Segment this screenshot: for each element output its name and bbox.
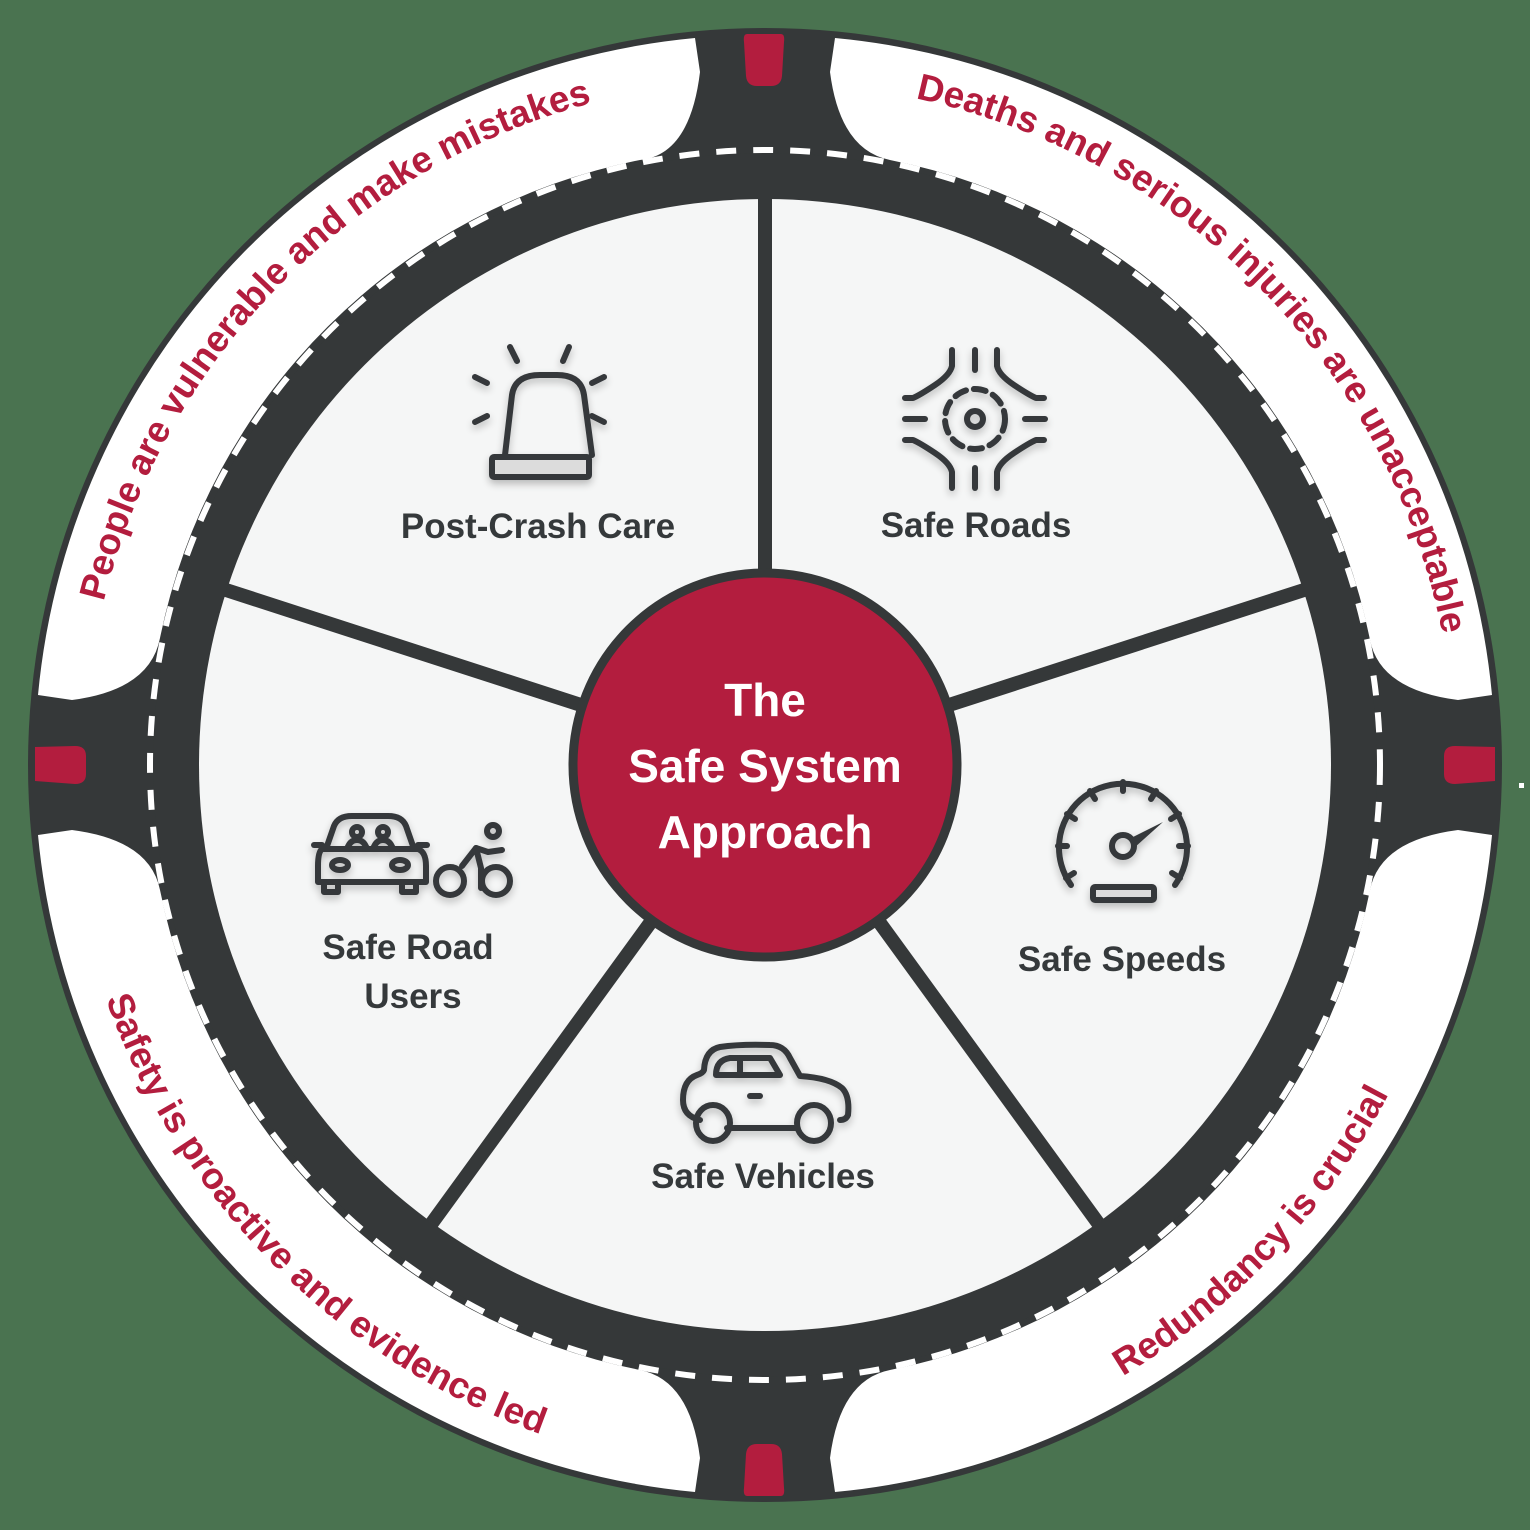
pillar-label: Safe Roads xyxy=(881,506,1072,545)
pillar-post-crash-care: Post-Crash Care xyxy=(401,344,675,546)
band-top-left xyxy=(38,38,700,700)
stray-pixel-dot xyxy=(1519,783,1524,788)
lane-dashes xyxy=(147,147,1383,1383)
car-and-cyclist-icon xyxy=(311,813,513,898)
band-top-right xyxy=(830,38,1492,700)
marker-left xyxy=(35,746,86,784)
band-bottom-right xyxy=(830,830,1492,1492)
pillar-label: Safe Vehicles xyxy=(651,1157,875,1196)
divider-left-upper xyxy=(223,583,587,713)
marker-right xyxy=(1444,746,1495,784)
pillar-label-line2: Users xyxy=(364,977,461,1016)
hub-title-line2: Safe System xyxy=(628,740,902,792)
roundabout-icon xyxy=(902,347,1048,491)
speedometer-icon xyxy=(1055,779,1191,903)
pillar-dividers xyxy=(223,199,1307,1228)
marker-top xyxy=(743,34,785,86)
pillar-safe-roads: Safe Roads xyxy=(881,347,1072,545)
divider-right-upper xyxy=(943,583,1307,713)
pillar-safe-speeds: Safe Speeds xyxy=(1018,779,1226,979)
pillar-label: Safe Speeds xyxy=(1018,940,1226,979)
siren-light-icon xyxy=(472,344,607,480)
hub-circle xyxy=(568,568,962,962)
pillar-label-line1: Safe Road xyxy=(322,928,493,967)
divider-right-lower xyxy=(871,914,1104,1228)
hub-title-line1: The xyxy=(724,674,806,726)
pillar-safe-vehicles: Safe Vehicles xyxy=(651,1041,875,1196)
band-bottom-left xyxy=(38,830,700,1492)
principle-bands xyxy=(38,38,1492,1492)
pillar-label: Post-Crash Care xyxy=(401,507,675,546)
pillar-safe-road-users: Safe Road Users xyxy=(311,813,513,1016)
junction-markers xyxy=(35,34,1495,1496)
marker-bottom xyxy=(743,1444,785,1496)
hub-title-line3: Approach xyxy=(658,806,873,858)
divider-left-lower xyxy=(426,914,659,1228)
car-icon xyxy=(680,1041,852,1144)
